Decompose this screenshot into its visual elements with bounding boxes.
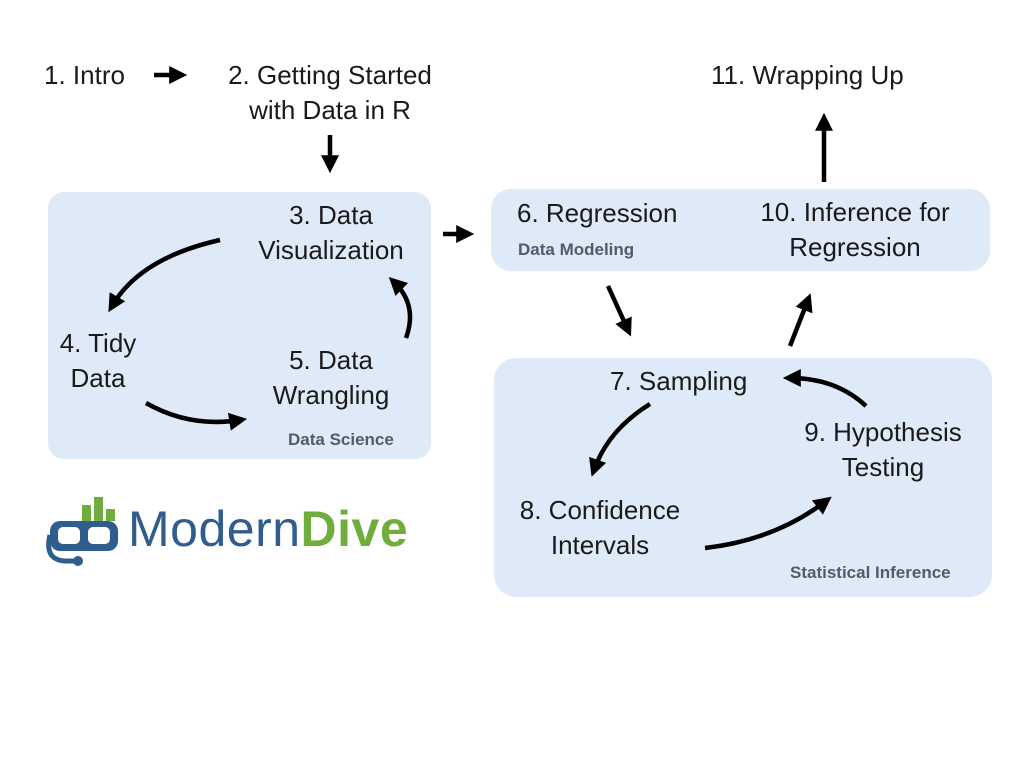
arrow-regression-to-sampling: [605, 285, 632, 337]
node-data-visualization-line1: 3. Data: [289, 200, 373, 230]
data-modeling-label: Data Modeling: [518, 240, 635, 259]
node-confidence-intervals: 8. Confidence Intervals: [504, 493, 696, 563]
arrow-visualization-to-tidy: [108, 237, 221, 313]
node-data-wrangling-line1: 5. Data: [289, 345, 373, 375]
data-modeling-group: [491, 189, 990, 271]
arrow-confidence-to-hypothesis: [704, 496, 832, 551]
node-regression: 6. Regression: [517, 198, 678, 228]
node-wrapping-up: 11. Wrapping Up: [711, 60, 904, 90]
logo-word-dive: Dive: [300, 501, 409, 557]
node-hypothesis-testing-line2: Testing: [841, 452, 925, 482]
node-tidy-data: 4. Tidy Data: [50, 326, 146, 396]
node-data-visualization-line2: Visualization: [258, 235, 404, 265]
arrow-tidy-to-wrangling: [144, 401, 248, 431]
node-tidy-data-line2: Data: [70, 363, 126, 393]
node-confidence-intervals-line2: Intervals: [550, 530, 650, 560]
arrow-sampling-to-inference-regression: [787, 293, 813, 347]
node-tidy-data-line1: 4. Tidy: [59, 328, 137, 358]
data-science-label: Data Science: [288, 430, 394, 449]
node-intro: 1. Intro: [44, 60, 125, 90]
snorkel-mask-icon: [46, 497, 118, 566]
node-data-visualization: 3. Data Visualization: [246, 198, 416, 268]
statistical-inference-group: [494, 358, 992, 597]
arrow-sampling-to-confidence: [589, 402, 652, 477]
node-data-wrangling-line2: Wrangling: [272, 380, 390, 410]
node-getting-started-line1: 2. Getting Started: [228, 60, 432, 90]
logo-wordmark: ModernDive: [128, 499, 408, 559]
arrow-hypothesis-to-sampling: [782, 369, 868, 408]
node-confidence-intervals-line1: 8. Confidence: [519, 495, 681, 525]
node-inference-regression: 10. Inference for Regression: [744, 195, 966, 265]
node-hypothesis-testing: 9. Hypothesis Testing: [790, 415, 976, 485]
node-data-wrangling: 5. Data Wrangling: [258, 343, 404, 413]
statistical-inference-label: Statistical Inference: [790, 563, 951, 582]
node-sampling: 7. Sampling: [610, 366, 748, 396]
arrow-wrangling-to-visualization: [388, 277, 413, 339]
node-inference-regression-line1: 10. Inference for: [760, 197, 950, 227]
node-getting-started-line2: with Data in R: [249, 95, 411, 125]
moderndive-logo: ModernDive: [46, 495, 446, 575]
node-inference-regression-line2: Regression: [789, 232, 921, 262]
node-getting-started: 2. Getting Started with Data in R: [211, 58, 449, 128]
node-hypothesis-testing-line1: 9. Hypothesis: [804, 417, 962, 447]
logo-word-modern: Modern: [128, 501, 301, 557]
